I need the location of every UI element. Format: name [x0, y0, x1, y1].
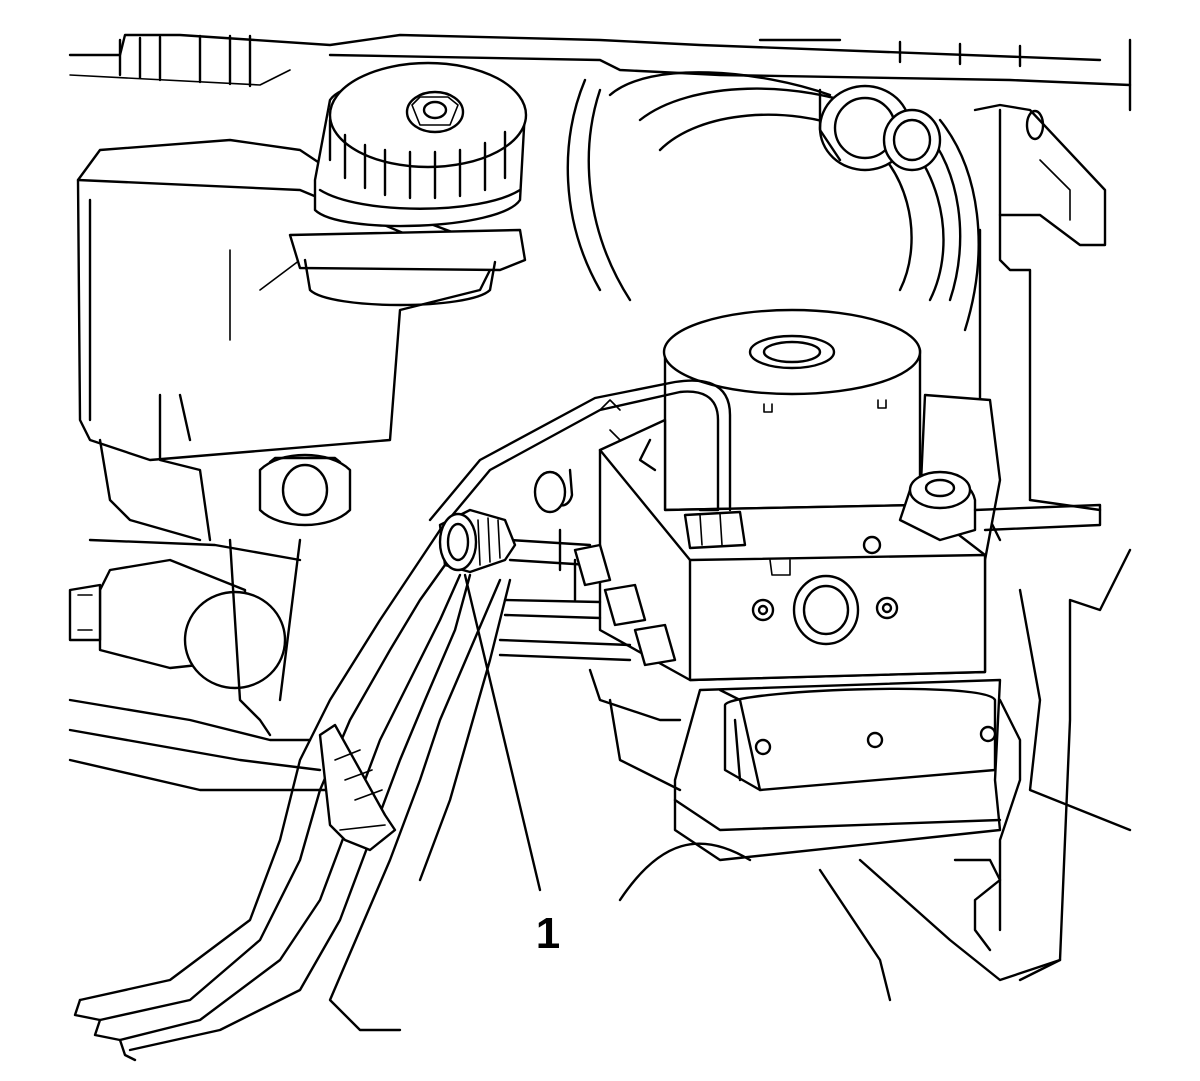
callout-leader-line: [463, 573, 542, 892]
master-cylinder: [68, 453, 352, 792]
electronic-control-module: [588, 668, 1062, 1002]
body-structure: [68, 33, 1132, 982]
brake-fluid-reservoir: [76, 61, 528, 542]
callout-label: 1: [536, 909, 560, 958]
brake-booster: [638, 84, 945, 302]
brake-pipes: [73, 399, 677, 1062]
callout-1: 1: [463, 573, 560, 958]
abs-modulator: [428, 308, 1102, 682]
